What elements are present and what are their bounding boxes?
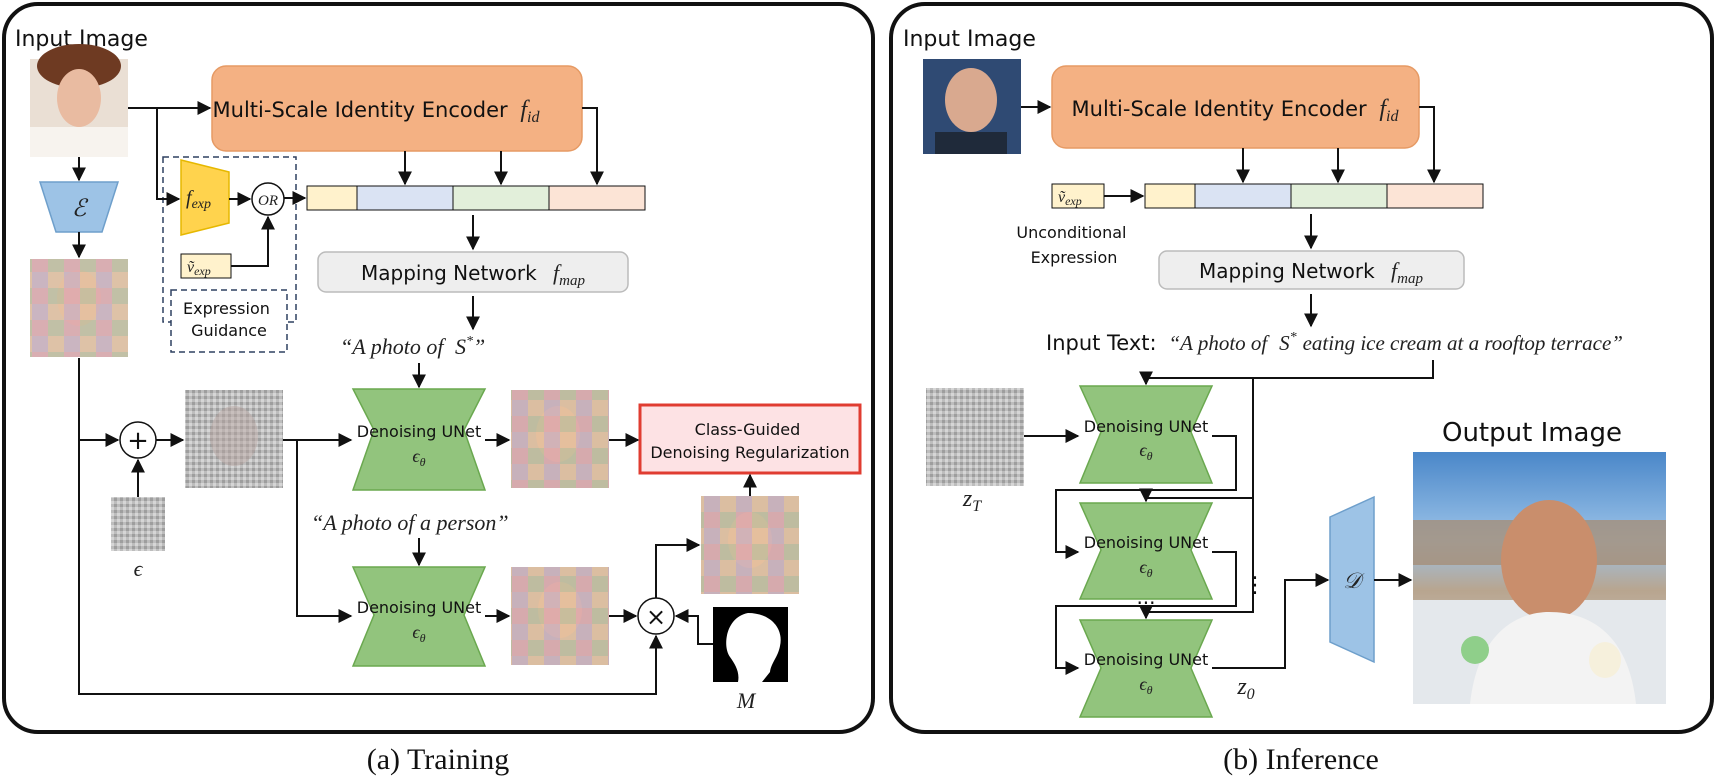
inference-vexp-token [1051,183,1105,209]
training-connectors [72,101,757,695]
inference-input-text: Input Text: “A photo of S*eating ice cre… [1046,330,1623,355]
inference-unet-step-3 [1078,619,1214,718]
vae-decoder-shape [1329,495,1375,664]
training-unet-class-label: Denoising UNet [357,598,482,617]
training-unet-identity [351,388,487,491]
or-switch-label: OR [258,193,278,209]
fexp-module-shape [180,159,230,236]
inference-ellipsis-vertical: ⋮ [1244,573,1266,598]
inference-unet-step-1-symbol: ϵθ [1139,440,1152,463]
inference-connectors [1021,100,1441,675]
training-unet-identity-label: Denoising UNet [357,422,482,441]
inference-unet-step-1 [1078,385,1214,484]
inference-unet-step-2-symbol: ϵθ [1139,557,1152,580]
vae-encoder-symbol: ℰ [72,196,89,222]
training-input-face-image [30,44,128,157]
training-unet-identity-symbol: ϵθ [412,446,425,469]
mask-symbol: M [736,688,757,713]
training-masked-target-image [701,496,799,594]
inference-input-face-image [923,59,1021,154]
inference-panel: Input Image Multi-Scale Identity Encoder… [889,2,1714,734]
training-identity-prompt: “A photo of S*” [340,334,485,359]
inference-input-image-label: Input Image [903,27,1036,52]
expression-guidance-label: Expression Guidance [183,299,275,340]
vae-decoder-symbol: 𝒟 [1343,568,1365,593]
inference-unet-step-1-label: Denoising UNet [1084,417,1209,436]
mask-multiply-symbol: × [646,603,666,631]
face-mask-image [713,607,788,682]
expression-guidance-label-box [170,289,288,353]
output-image-label: Output Image [1442,418,1622,448]
training-identity-encoder-label: Multi-Scale Identity Encoder fid [213,97,541,126]
training-vexp-token [180,253,232,279]
inference-unet-step-2 [1078,502,1214,600]
training-vexp-label: ṽexp [187,259,211,278]
inference-unet-step-3-label: Denoising UNet [1084,650,1209,669]
output-generated-image [1413,452,1666,704]
z0-symbol: z0 [1236,674,1254,703]
fexp-module-label: fexp [186,187,211,212]
training-identity-prediction-image [511,390,609,488]
inference-mapping-network-box [1158,250,1465,290]
zT-symbol: zT [962,486,982,515]
training-unet-class-symbol: ϵθ [412,622,425,645]
vae-encoder-shape [38,181,120,233]
training-mapping-network-label: Mapping Network fmap [361,260,586,289]
inference-unet-step-3-symbol: ϵθ [1139,674,1152,697]
noise-addition-symbol: + [127,426,149,456]
training-token-embedding-bar [306,185,646,211]
training-noisy-latent-image [185,390,283,488]
inference-vexp-label: ṽexp [1058,189,1082,208]
training-panel: Input Image ℰ Multi-Scale Identity Encod… [2,2,875,734]
training-mapping-network-box [317,251,629,293]
training-class-prompt: “A photo of a person” [311,510,509,535]
unconditional-expression-label: Unconditional Expression [1016,223,1131,267]
training-noise-symbol: ϵ [134,556,144,581]
class-guided-regularization-label: Class-Guided Denoising Regularization [650,420,849,462]
training-latent-image [30,259,128,357]
inference-caption: (b) Inference [1223,743,1379,776]
training-noise-sample [111,497,165,551]
inference-unet-step-2-label: Denoising UNet [1084,533,1209,552]
training-class-prediction-image [511,567,609,665]
training-unet-class [351,566,487,667]
inference-token-embedding-bar [1144,183,1484,209]
class-guided-regularization-box [638,403,862,475]
inference-noise-latent [926,388,1024,486]
inference-mapping-network-label: Mapping Network fmap [1199,258,1424,287]
training-caption: (a) Training [367,743,510,776]
inference-identity-encoder-label: Multi-Scale Identity Encoder fid [1072,96,1400,125]
